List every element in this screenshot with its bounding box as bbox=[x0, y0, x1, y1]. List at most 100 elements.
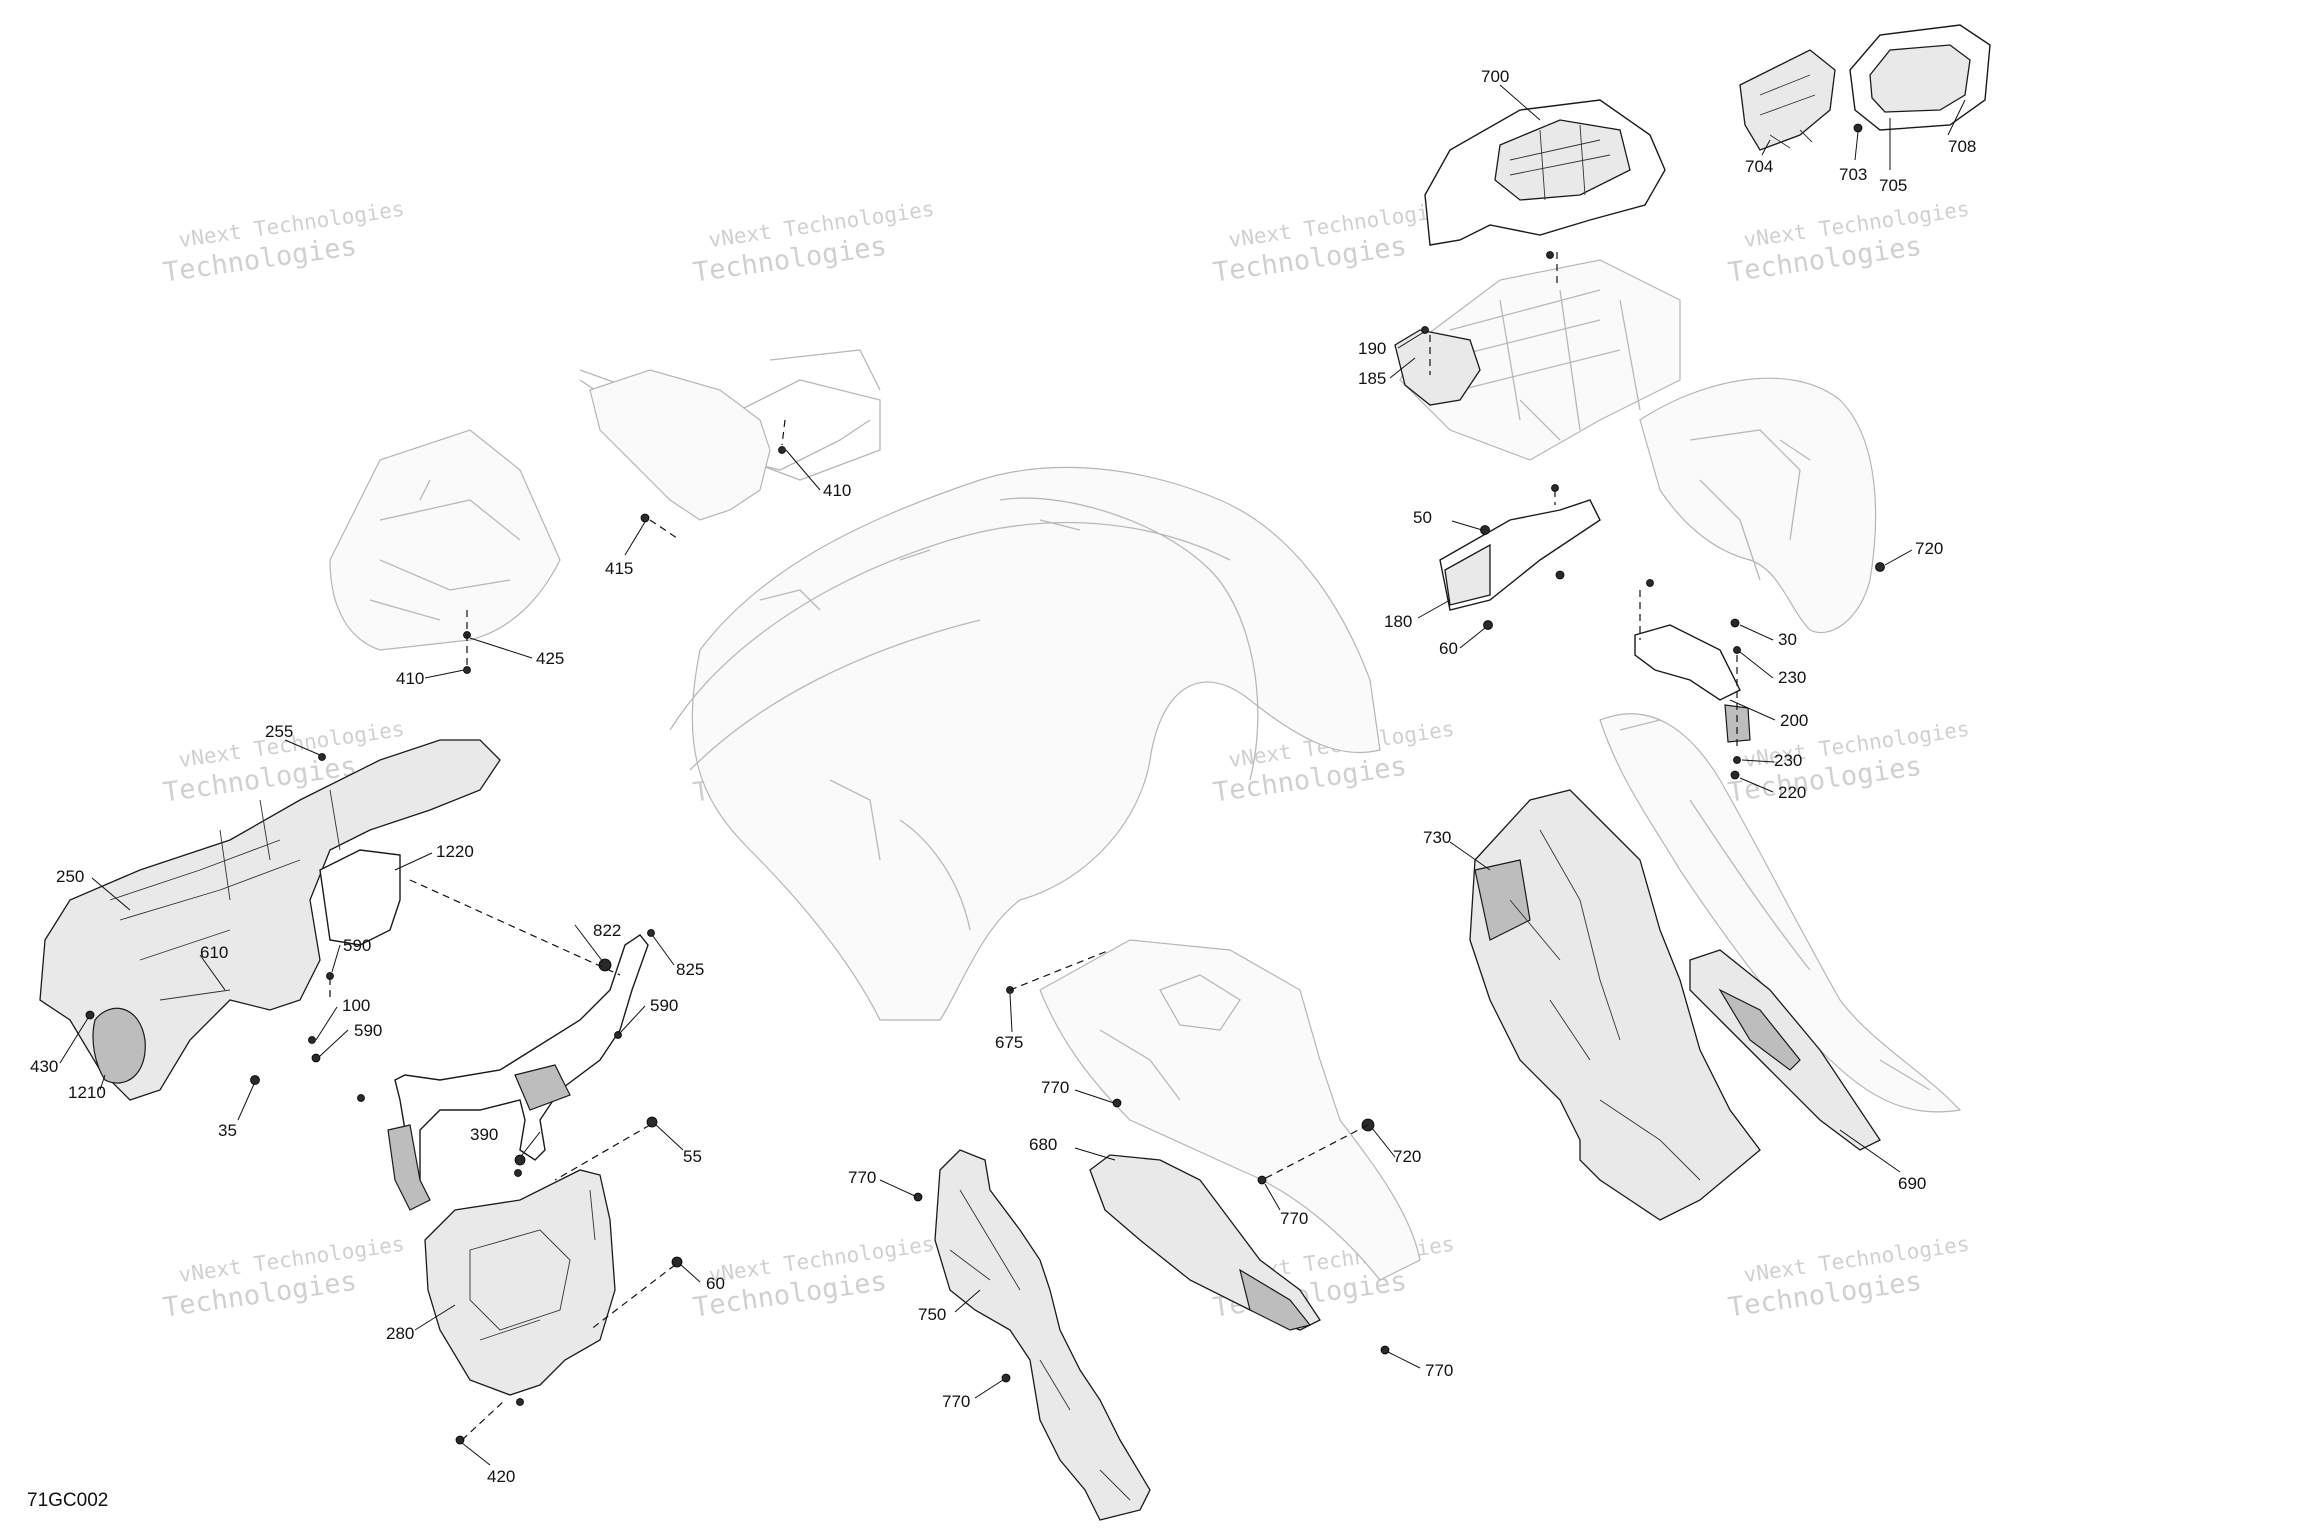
callout-750: 750 bbox=[918, 1305, 946, 1324]
screw-100 bbox=[308, 1036, 316, 1044]
callout-410b: 410 bbox=[396, 669, 424, 688]
leader bbox=[1854, 131, 1859, 161]
leader bbox=[1839, 1129, 1901, 1173]
callout-825: 825 bbox=[676, 960, 704, 979]
leader bbox=[1761, 139, 1771, 156]
screw-590b bbox=[311, 1053, 321, 1063]
callout-30: 30 bbox=[1778, 630, 1797, 649]
leader bbox=[619, 1005, 646, 1034]
screw-770e bbox=[1380, 1345, 1390, 1355]
leader bbox=[1729, 699, 1776, 721]
callout-680: 680 bbox=[1029, 1135, 1057, 1154]
panel-200-group bbox=[1634, 562, 1885, 780]
leader bbox=[974, 1379, 1004, 1399]
leader bbox=[1739, 624, 1774, 641]
ghost-center-lower-panel bbox=[1039, 939, 1421, 1281]
dashboard-cluster bbox=[1394, 24, 1991, 406]
leader bbox=[1397, 331, 1425, 349]
callout-35: 35 bbox=[218, 1121, 237, 1140]
ghost-right-lower-detail bbox=[1619, 719, 1931, 1091]
callout-390: 390 bbox=[470, 1125, 498, 1144]
screw-770b bbox=[913, 1192, 923, 1202]
callout-250: 250 bbox=[56, 867, 84, 886]
panel-680-shade bbox=[1239, 1268, 1312, 1331]
screw-lower bbox=[516, 1398, 524, 1406]
leader bbox=[331, 944, 341, 973]
callout-770d: 770 bbox=[942, 1392, 970, 1411]
leader bbox=[284, 739, 321, 756]
callout-labels: 700 704 703 705 708 190 185 50 180 60 72… bbox=[30, 67, 1976, 1486]
screw-410-lower bbox=[463, 666, 471, 674]
leader bbox=[1009, 993, 1013, 1033]
leader bbox=[1451, 520, 1483, 531]
lower-plate-280 bbox=[424, 1169, 616, 1396]
leader bbox=[679, 1263, 701, 1283]
leader bbox=[1741, 759, 1775, 763]
ghost-reference-panels bbox=[329, 259, 1962, 1281]
dash-line bbox=[1261, 1124, 1369, 1181]
washer-390 bbox=[514, 1169, 522, 1177]
screw-415 bbox=[640, 513, 650, 523]
leader bbox=[654, 1123, 684, 1151]
washer-230b bbox=[1733, 756, 1741, 764]
dash-panel-700-detail bbox=[1509, 124, 1611, 201]
ghost-right-fender bbox=[1639, 377, 1877, 634]
dash-line bbox=[1009, 949, 1111, 991]
ghost-front-frame bbox=[1399, 259, 1681, 461]
nut-55 bbox=[646, 1116, 658, 1128]
ghost-rear-rack bbox=[329, 429, 561, 651]
nut-720 bbox=[1875, 562, 1885, 572]
bolt-left bbox=[357, 1094, 365, 1102]
foot-block bbox=[387, 1124, 431, 1211]
callout-200: 200 bbox=[1780, 711, 1808, 730]
callout-425: 425 bbox=[536, 649, 564, 668]
side-panel-730-shade bbox=[1474, 859, 1531, 941]
drawing-code: 71GC002 bbox=[27, 1490, 108, 1511]
ghost-rear-rack-detail bbox=[369, 369, 881, 621]
leader bbox=[424, 669, 465, 679]
bracket-180-group bbox=[1439, 484, 1601, 630]
ghost-right-lower-fender bbox=[1599, 713, 1962, 1113]
leader bbox=[624, 521, 646, 556]
callout-610: 610 bbox=[200, 943, 228, 962]
side-panel-730 bbox=[1469, 789, 1761, 1221]
callout-55: 55 bbox=[683, 1147, 702, 1166]
dash-line bbox=[781, 419, 786, 446]
leader bbox=[99, 1074, 106, 1091]
lower-center-panels bbox=[913, 986, 1390, 1521]
dash-line bbox=[554, 1124, 651, 1181]
callout-230: 230 bbox=[1778, 668, 1806, 687]
dash-line bbox=[409, 879, 621, 976]
leader bbox=[1371, 1127, 1396, 1158]
nut-822 bbox=[598, 958, 612, 972]
nut-60 bbox=[1483, 620, 1493, 630]
callout-60: 60 bbox=[1439, 639, 1458, 658]
nut-390 bbox=[514, 1154, 526, 1166]
screw-190 bbox=[1421, 326, 1429, 334]
mount-plate-390 bbox=[514, 1064, 571, 1111]
callout-700: 700 bbox=[1481, 67, 1509, 86]
callout-60b: 60 bbox=[706, 1274, 725, 1293]
screw-770c bbox=[1257, 1175, 1267, 1185]
callout-675: 675 bbox=[995, 1033, 1023, 1052]
callout-410: 410 bbox=[823, 481, 851, 500]
side-panel-730-detail bbox=[1509, 829, 1701, 1181]
callout-100: 100 bbox=[342, 996, 370, 1015]
callout-770e: 770 bbox=[1425, 1361, 1453, 1380]
callout-255: 255 bbox=[265, 722, 293, 741]
callout-590b: 590 bbox=[650, 996, 678, 1015]
leader bbox=[1884, 549, 1913, 566]
bracket-704-detail bbox=[1759, 74, 1816, 149]
ghost-rear-body-detail bbox=[759, 519, 1081, 931]
dash-assembly-250-detail bbox=[109, 789, 341, 1001]
leader bbox=[1389, 357, 1416, 379]
nut-35 bbox=[250, 1075, 260, 1085]
leader bbox=[1459, 627, 1486, 649]
callout-822: 822 bbox=[593, 921, 621, 940]
callout-590c: 590 bbox=[354, 1021, 382, 1040]
panel-1210 bbox=[92, 1007, 146, 1084]
screw-upper-200 bbox=[1646, 579, 1654, 587]
callout-770b: 770 bbox=[1280, 1209, 1308, 1228]
ghost-rear-body-edge bbox=[669, 497, 1259, 781]
